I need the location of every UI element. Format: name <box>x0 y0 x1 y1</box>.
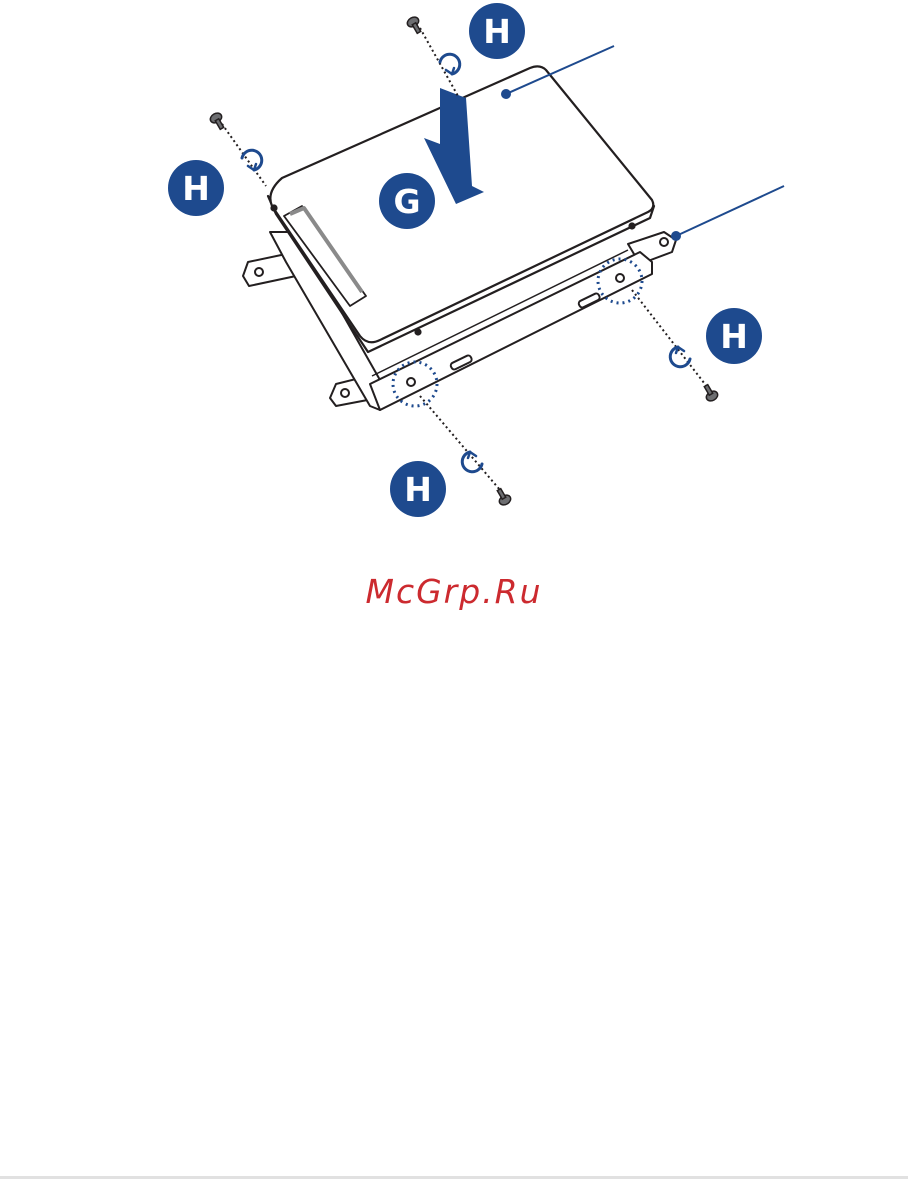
step-badge-h: H <box>469 3 525 59</box>
screw-icon <box>406 15 425 35</box>
screw-icon <box>209 111 228 131</box>
hdd-bracket-diagram: G H H H H <box>0 0 908 560</box>
rotate-arrow-icon <box>462 452 482 472</box>
screw-icon <box>494 487 513 507</box>
rotate-arrow-icon <box>242 150 262 170</box>
rotate-arrow-icon <box>440 54 460 74</box>
step-badge-h: H <box>706 308 762 364</box>
svg-text:H: H <box>483 12 511 51</box>
step-badge-h: H <box>390 461 446 517</box>
watermark-text: McGrp.Ru <box>0 572 908 611</box>
screw-icon <box>701 383 720 403</box>
svg-text:H: H <box>720 317 748 356</box>
rotate-arrow-icon <box>670 347 690 367</box>
step-badge-g: G <box>379 173 435 229</box>
svg-text:H: H <box>182 169 210 208</box>
svg-text:H: H <box>404 470 432 509</box>
step-badge-h: H <box>168 160 224 216</box>
footer-divider <box>0 1176 908 1179</box>
svg-text:G: G <box>393 182 420 221</box>
